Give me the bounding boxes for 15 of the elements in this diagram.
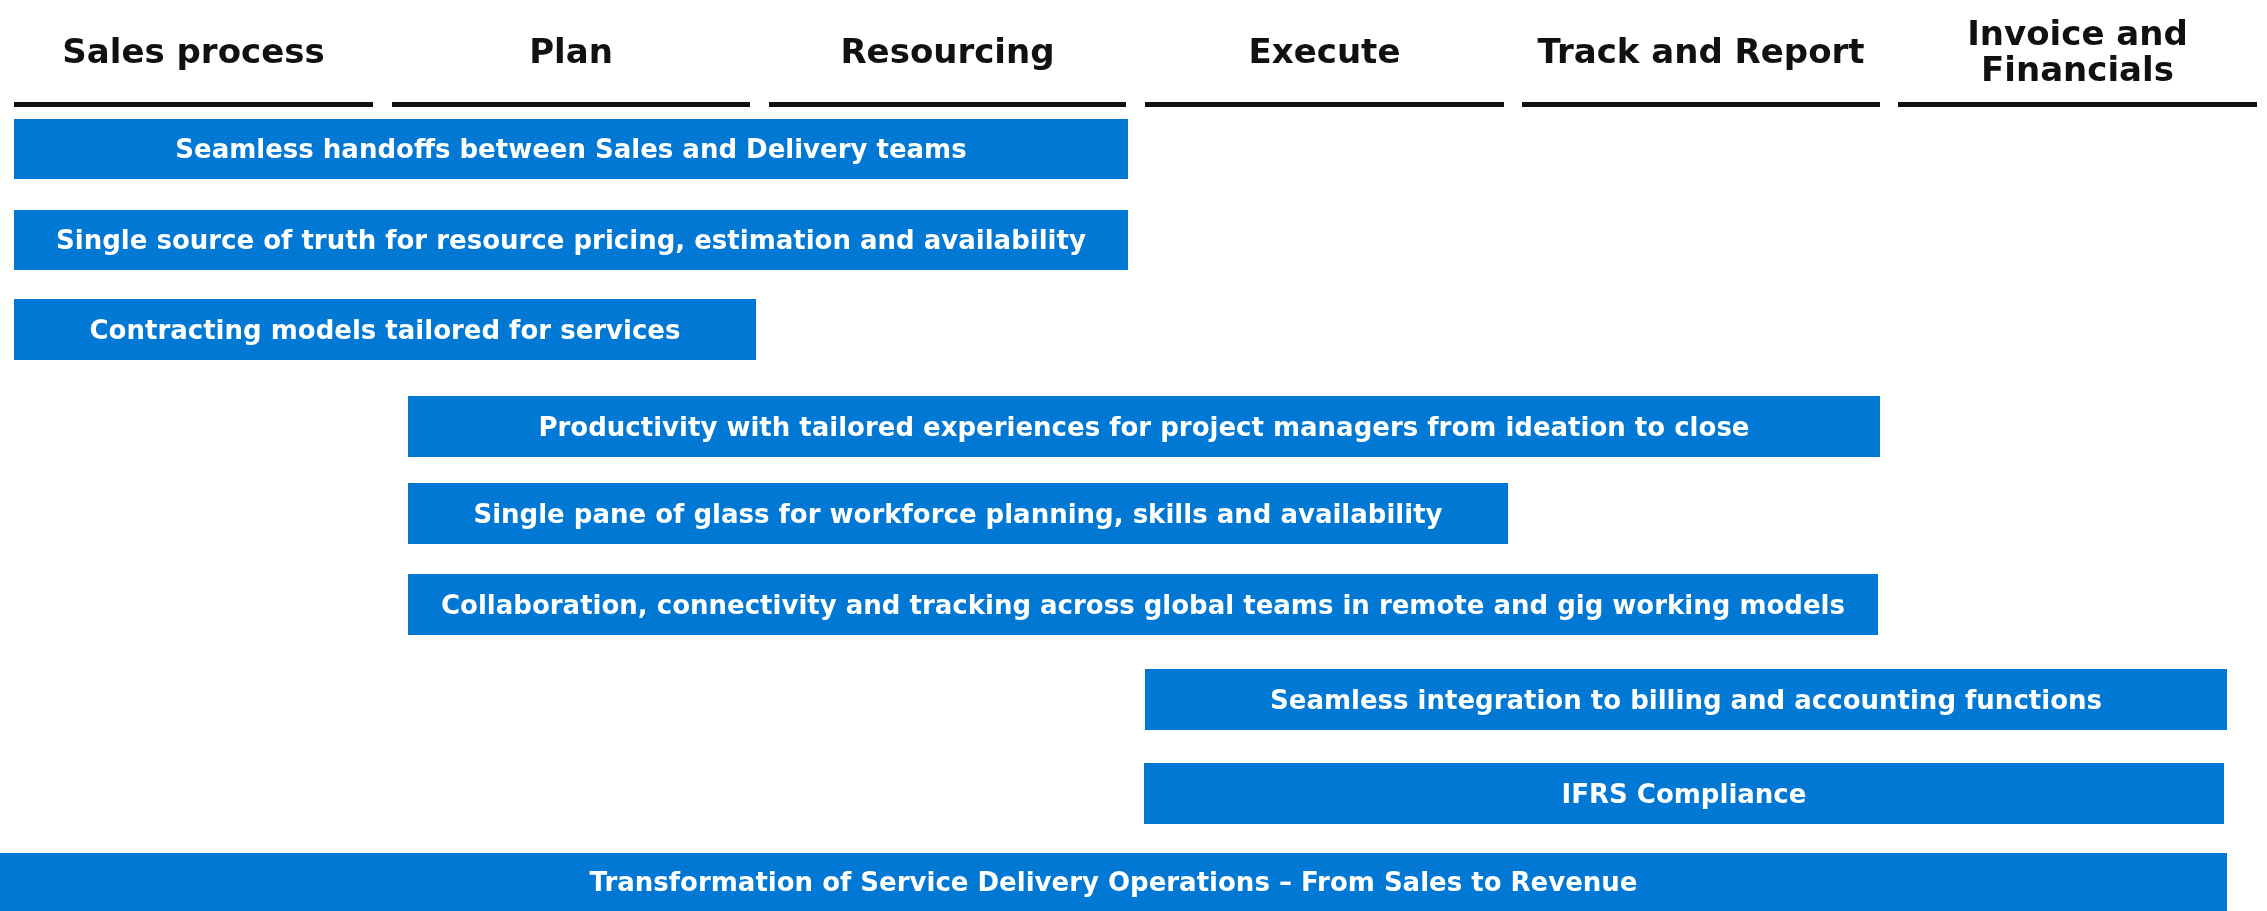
process-bar: Productivity with tailored experiences for project managers from ideation to close <box>408 396 1880 457</box>
column-heading: Plan <box>528 30 614 74</box>
process-bar: Contracting models tailored for services <box>14 299 756 360</box>
process-bar: Collaboration, connectivity and tracking across global teams in remote and gig working models <box>408 574 1878 635</box>
column-heading: Resourcing <box>839 30 1056 74</box>
process-bar: Single source of truth for resource pricing, estimation and availability <box>14 210 1128 270</box>
process-bar: Transformation of Service Delivery Operations – From Sales to Revenue <box>0 853 2227 911</box>
process-bar: Seamless integration to billing and accounting functions <box>1145 669 2227 730</box>
process-bar: Single pane of glass for workforce planning, skills and availability <box>408 483 1508 544</box>
process-bar: IFRS Compliance <box>1144 763 2224 824</box>
column-heading: Sales process <box>61 30 326 74</box>
column-heading: Invoice and Financials <box>1966 12 2189 91</box>
process-bar: Seamless handoffs between Sales and Delivery teams <box>14 119 1128 179</box>
column-heading: Execute <box>1247 30 1402 74</box>
column-heading: Track and Report <box>1536 30 1866 74</box>
